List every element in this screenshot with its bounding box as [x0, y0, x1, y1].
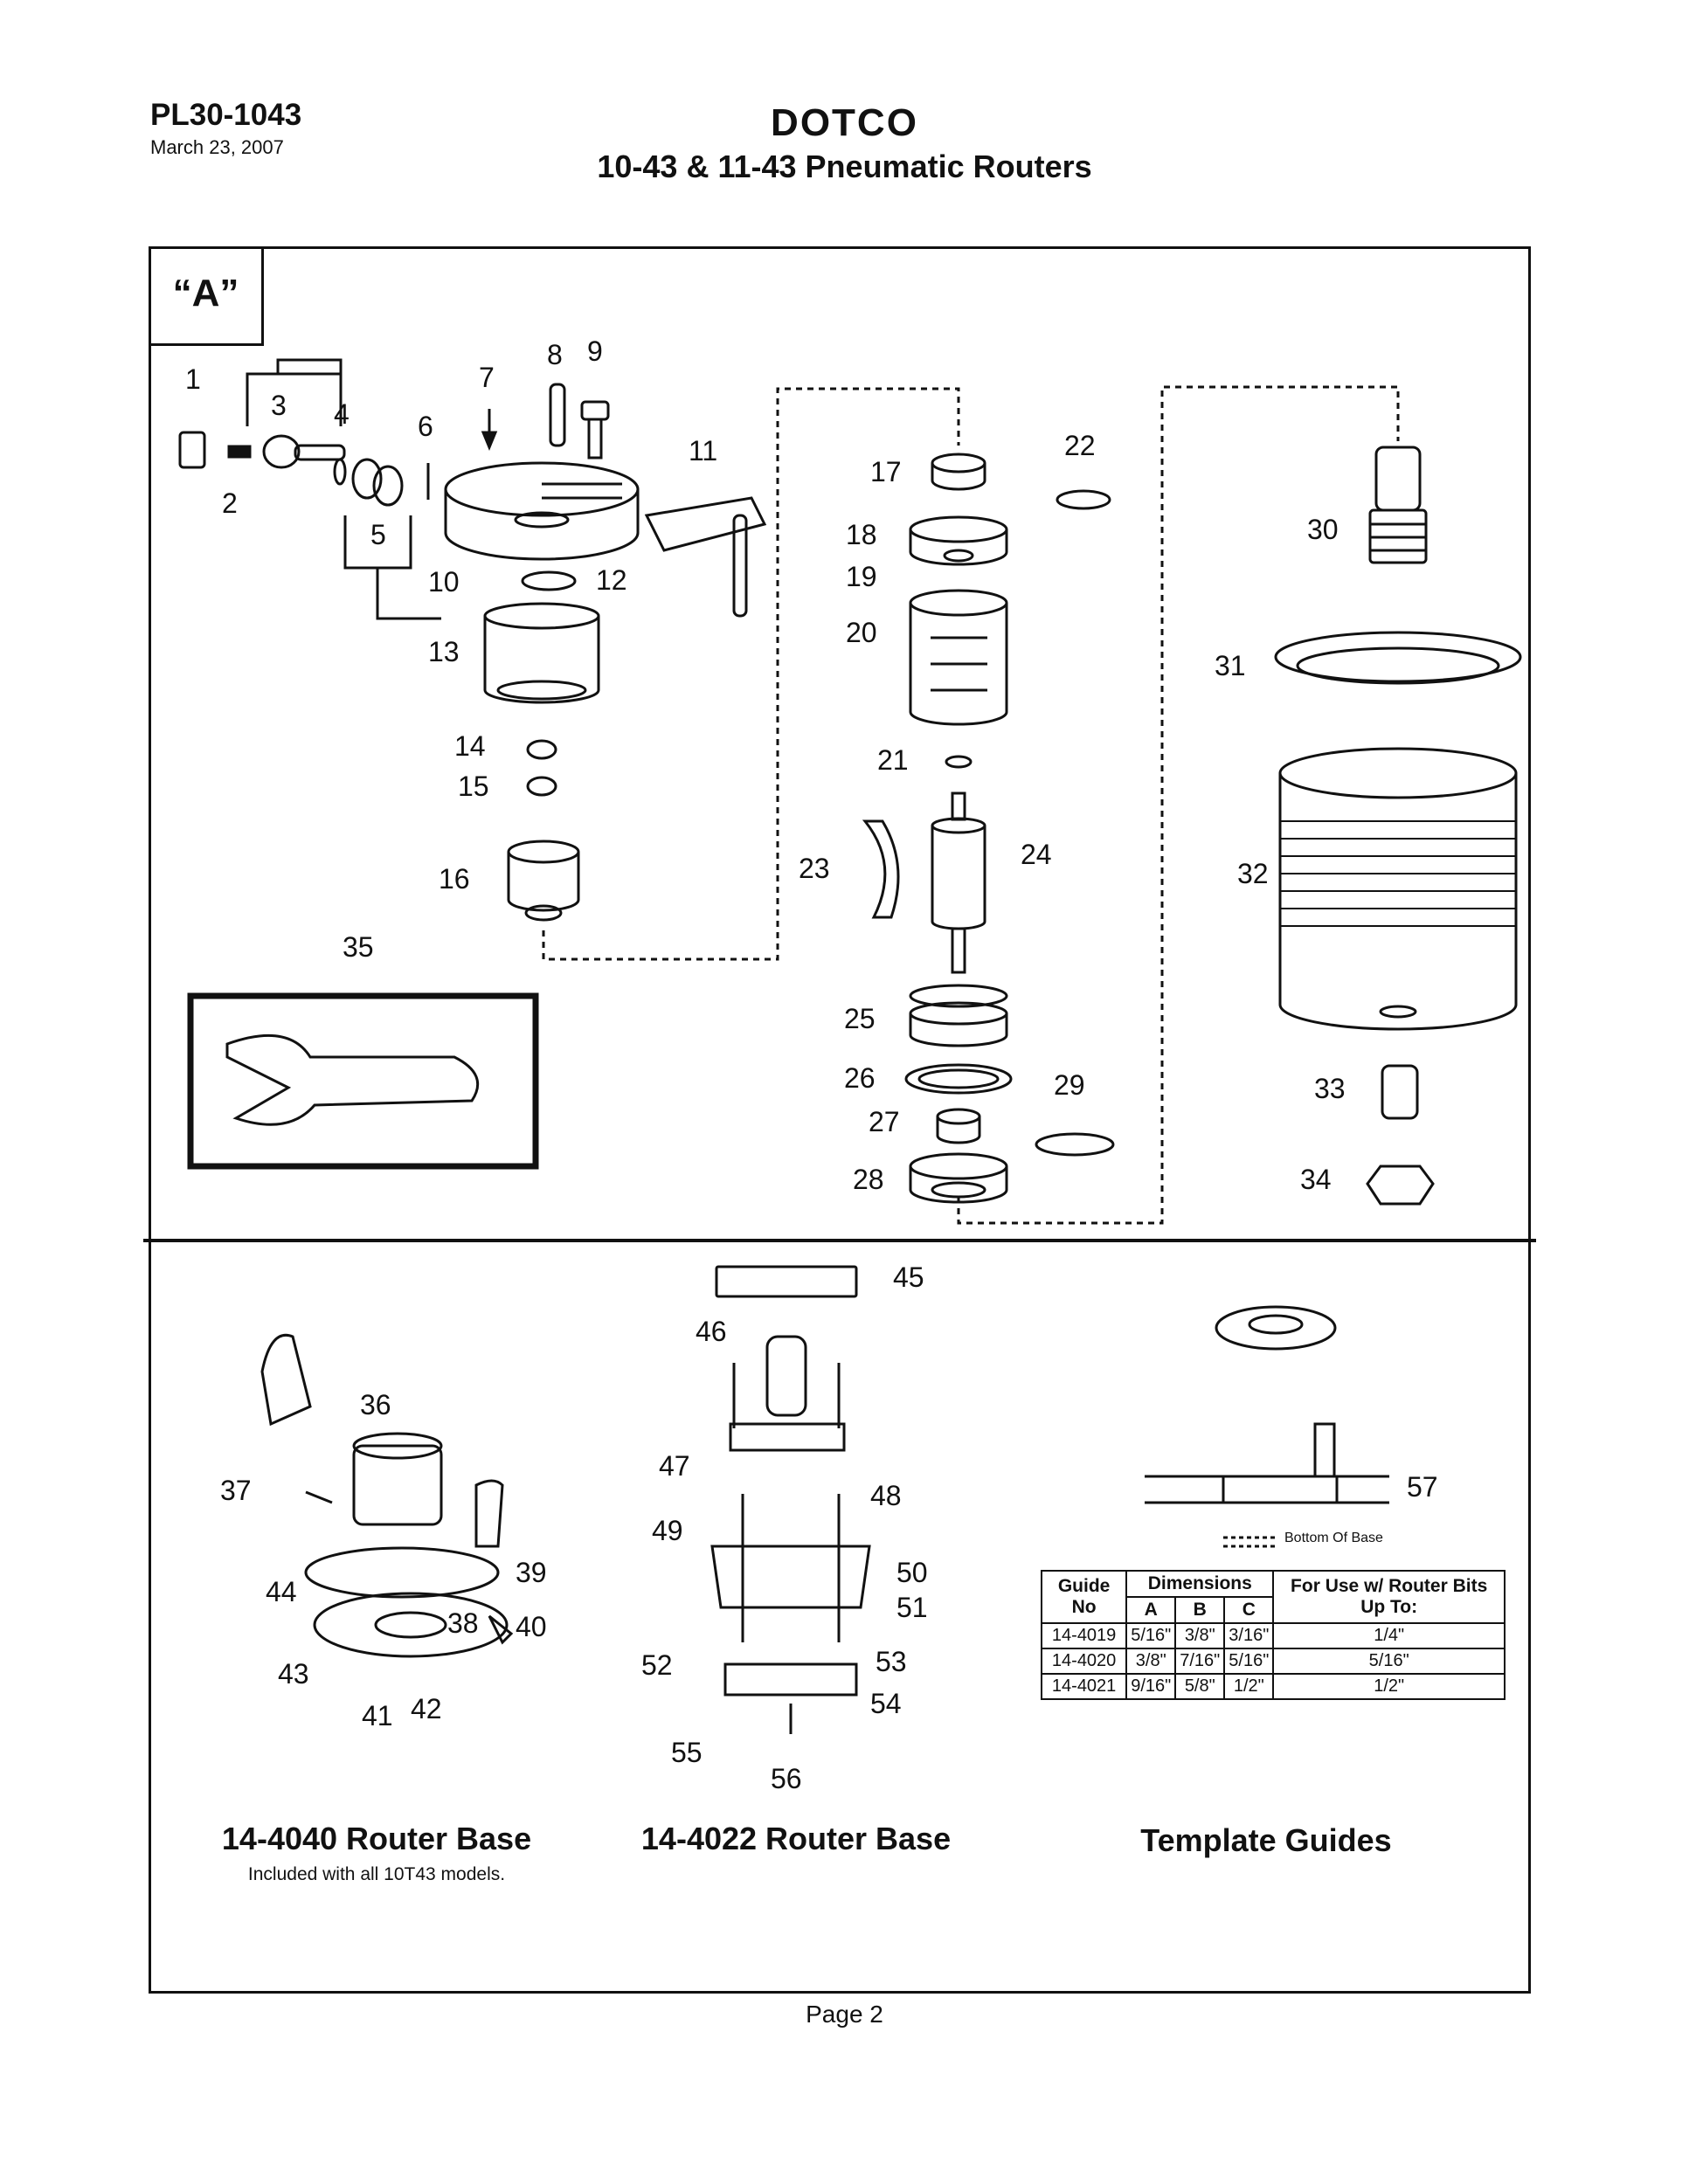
part-label-1: 1: [185, 363, 201, 395]
part-label-31: 31: [1215, 650, 1246, 681]
page-number: Page 2: [806, 2001, 883, 2028]
part-label-48: 48: [870, 1480, 902, 1511]
router-base-4040-caption: 14-4040 Router Base: [221, 1821, 532, 1856]
part-label-25: 25: [844, 1003, 876, 1034]
part-label-3: 3: [271, 390, 287, 421]
part-label-36: 36: [360, 1389, 391, 1420]
part-label-19: 19: [846, 561, 877, 592]
part-label-23: 23: [799, 853, 830, 884]
part-label-42: 42: [411, 1693, 442, 1724]
part-label-56: 56: [771, 1763, 802, 1794]
part-label-8: 8: [547, 339, 563, 370]
cell-guide: 14-4020: [1040, 1648, 1128, 1675]
col-c: C: [1223, 1596, 1275, 1624]
part-label-55: 55: [671, 1737, 703, 1768]
brand-logo: DOTCO: [771, 101, 918, 144]
part-label-10: 10: [428, 566, 460, 598]
part-label-24: 24: [1021, 839, 1052, 870]
part-label-46: 46: [696, 1316, 727, 1347]
table-row: 14-4020 3/8" 7/16" 5/16" 5/16": [1040, 1648, 1506, 1675]
part-label-40: 40: [516, 1611, 547, 1642]
document-number: PL30-1043: [150, 98, 302, 132]
cell-a: 5/16": [1125, 1622, 1177, 1649]
part-label-32: 32: [1237, 858, 1269, 889]
part-label-51: 51: [896, 1592, 928, 1623]
part-label-9: 9: [587, 335, 603, 367]
part-1-shape: [178, 431, 206, 469]
part-label-11: 11: [689, 435, 718, 467]
part-label-6: 6: [418, 411, 433, 442]
part-label-45: 45: [893, 1261, 924, 1293]
cell-c: 5/16": [1223, 1648, 1275, 1675]
part-label-50: 50: [896, 1557, 928, 1588]
cell-bits: 1/2": [1272, 1673, 1506, 1700]
part-label-21: 21: [877, 744, 909, 776]
part-label-38: 38: [447, 1607, 479, 1639]
cell-b: 3/8": [1174, 1622, 1226, 1649]
part-label-5: 5: [370, 519, 386, 550]
document-date: March 23, 2007: [150, 136, 284, 158]
section-tag: “A”: [150, 248, 264, 346]
part-label-49: 49: [652, 1515, 683, 1546]
part-label-22: 22: [1064, 430, 1096, 461]
part-label-43: 43: [278, 1658, 309, 1690]
part-label-41: 41: [362, 1700, 393, 1731]
part-label-7: 7: [479, 362, 495, 393]
col-dimensions: Dimensions: [1125, 1570, 1275, 1598]
table-row: 14-4021 9/16" 5/8" 1/2" 1/2": [1040, 1673, 1506, 1700]
part-label-30: 30: [1307, 514, 1339, 545]
part-label-4: 4: [334, 398, 350, 430]
part-label-28: 28: [853, 1164, 884, 1195]
part-label-44: 44: [266, 1576, 297, 1607]
part-label-57: 57: [1407, 1471, 1438, 1503]
part-label-12: 12: [596, 564, 627, 596]
part-label-37: 37: [220, 1475, 252, 1506]
part-label-13: 13: [428, 636, 460, 667]
part-label-35: 35: [343, 931, 374, 963]
router-base-4040-note: Included with all 10T43 models.: [247, 1864, 506, 1884]
part-label-2: 2: [222, 487, 238, 519]
part-2-shape: [227, 445, 252, 459]
section-divider: [143, 1239, 1536, 1242]
cell-a: 3/8": [1125, 1648, 1177, 1675]
part-label-20: 20: [846, 617, 877, 648]
table-row: 14-4019 5/16" 3/8" 3/16" 1/4": [1040, 1622, 1506, 1649]
col-a: A: [1125, 1596, 1177, 1624]
cell-bits: 1/4": [1272, 1622, 1506, 1649]
cell-c: 3/16": [1223, 1622, 1275, 1649]
col-for-use: For Use w/ Router Bits Up To:: [1272, 1570, 1506, 1624]
template-guide-table: Guide No Dimensions For Use w/ Router Bi…: [1040, 1570, 1506, 1700]
part-label-54: 54: [870, 1688, 902, 1719]
bottom-of-base-label: Bottom Of Base: [1284, 1531, 1383, 1545]
part-label-15: 15: [458, 771, 489, 802]
part-label-18: 18: [846, 519, 877, 550]
template-guides-caption: Template Guides: [1140, 1822, 1392, 1858]
part-label-34: 34: [1300, 1164, 1332, 1195]
diagram-frame: [149, 246, 1531, 1994]
cell-c: 1/2": [1223, 1673, 1275, 1700]
cell-b: 5/8": [1174, 1673, 1226, 1700]
col-b: B: [1174, 1596, 1226, 1624]
part-label-53: 53: [876, 1646, 907, 1677]
part-label-17: 17: [870, 456, 902, 487]
cell-bits: 5/16": [1272, 1648, 1506, 1675]
part-label-52: 52: [641, 1649, 673, 1681]
part-label-29: 29: [1054, 1069, 1085, 1101]
part-label-26: 26: [844, 1062, 876, 1094]
cell-guide: 14-4019: [1040, 1622, 1128, 1649]
router-base-4022-caption: 14-4022 Router Base: [640, 1821, 952, 1856]
part-label-33: 33: [1314, 1073, 1346, 1104]
cell-b: 7/16": [1174, 1648, 1226, 1675]
col-guide-no: Guide No: [1040, 1570, 1128, 1624]
part-label-16: 16: [439, 863, 470, 895]
cell-guide: 14-4021: [1040, 1673, 1128, 1700]
part-label-47: 47: [659, 1450, 690, 1482]
part-label-14: 14: [454, 730, 486, 762]
part-label-39: 39: [516, 1557, 547, 1588]
part-label-27: 27: [869, 1106, 900, 1137]
page-title: 10-43 & 11-43 Pneumatic Routers: [597, 149, 1092, 184]
cell-a: 9/16": [1125, 1673, 1177, 1700]
